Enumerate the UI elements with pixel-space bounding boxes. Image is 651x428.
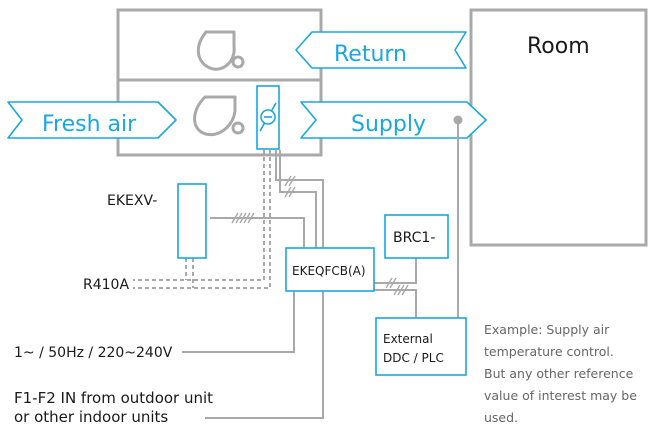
return-label: Return bbox=[334, 42, 407, 67]
f1f2-label-line1: F1-F2 IN from outdoor unit bbox=[14, 389, 213, 407]
example-note: Example: Supply air temperature control.… bbox=[484, 322, 637, 425]
fan-icon bbox=[193, 95, 245, 136]
refrigerant-piping bbox=[133, 150, 271, 289]
note-line: But any other reference bbox=[484, 366, 634, 381]
fresh-air-arrow: Fresh air bbox=[7, 101, 177, 139]
room-label: Room bbox=[527, 34, 590, 59]
air-handling-unit bbox=[116, 8, 323, 157]
cable-marks bbox=[231, 175, 409, 296]
note-line: used. bbox=[484, 410, 518, 425]
f1f2-label-line2: or other indoor units bbox=[14, 408, 168, 426]
controller-box bbox=[285, 247, 375, 292]
ekexv-label: EKEXV- bbox=[107, 193, 157, 209]
brc1-label: BRC1- bbox=[393, 230, 435, 246]
fresh-air-label: Fresh air bbox=[42, 112, 137, 137]
ddc-label-line1: External bbox=[383, 332, 433, 346]
note-line: Example: Supply air bbox=[484, 322, 610, 337]
return-arrow: Return bbox=[295, 31, 467, 69]
note-line: temperature control. bbox=[484, 344, 614, 359]
signal-wiring bbox=[182, 150, 417, 419]
ddc-plc-box bbox=[375, 317, 467, 376]
supply-arrow: Supply bbox=[300, 101, 487, 139]
damper-icon bbox=[256, 85, 280, 150]
ddc-label-line2: DDC / PLC bbox=[383, 351, 444, 365]
ekexv-unit bbox=[177, 183, 207, 259]
brc1-box bbox=[384, 214, 449, 259]
supply-label: Supply bbox=[351, 112, 426, 137]
power-supply-label: 1~ / 50Hz / 220~240V bbox=[14, 345, 173, 361]
r410a-label: R410A bbox=[83, 277, 129, 293]
controller-label: EKEQFCB(A) bbox=[292, 264, 366, 278]
sensor-icon bbox=[453, 115, 463, 318]
note-line: value of interest may be bbox=[484, 388, 637, 403]
fan-icon bbox=[196, 30, 245, 71]
